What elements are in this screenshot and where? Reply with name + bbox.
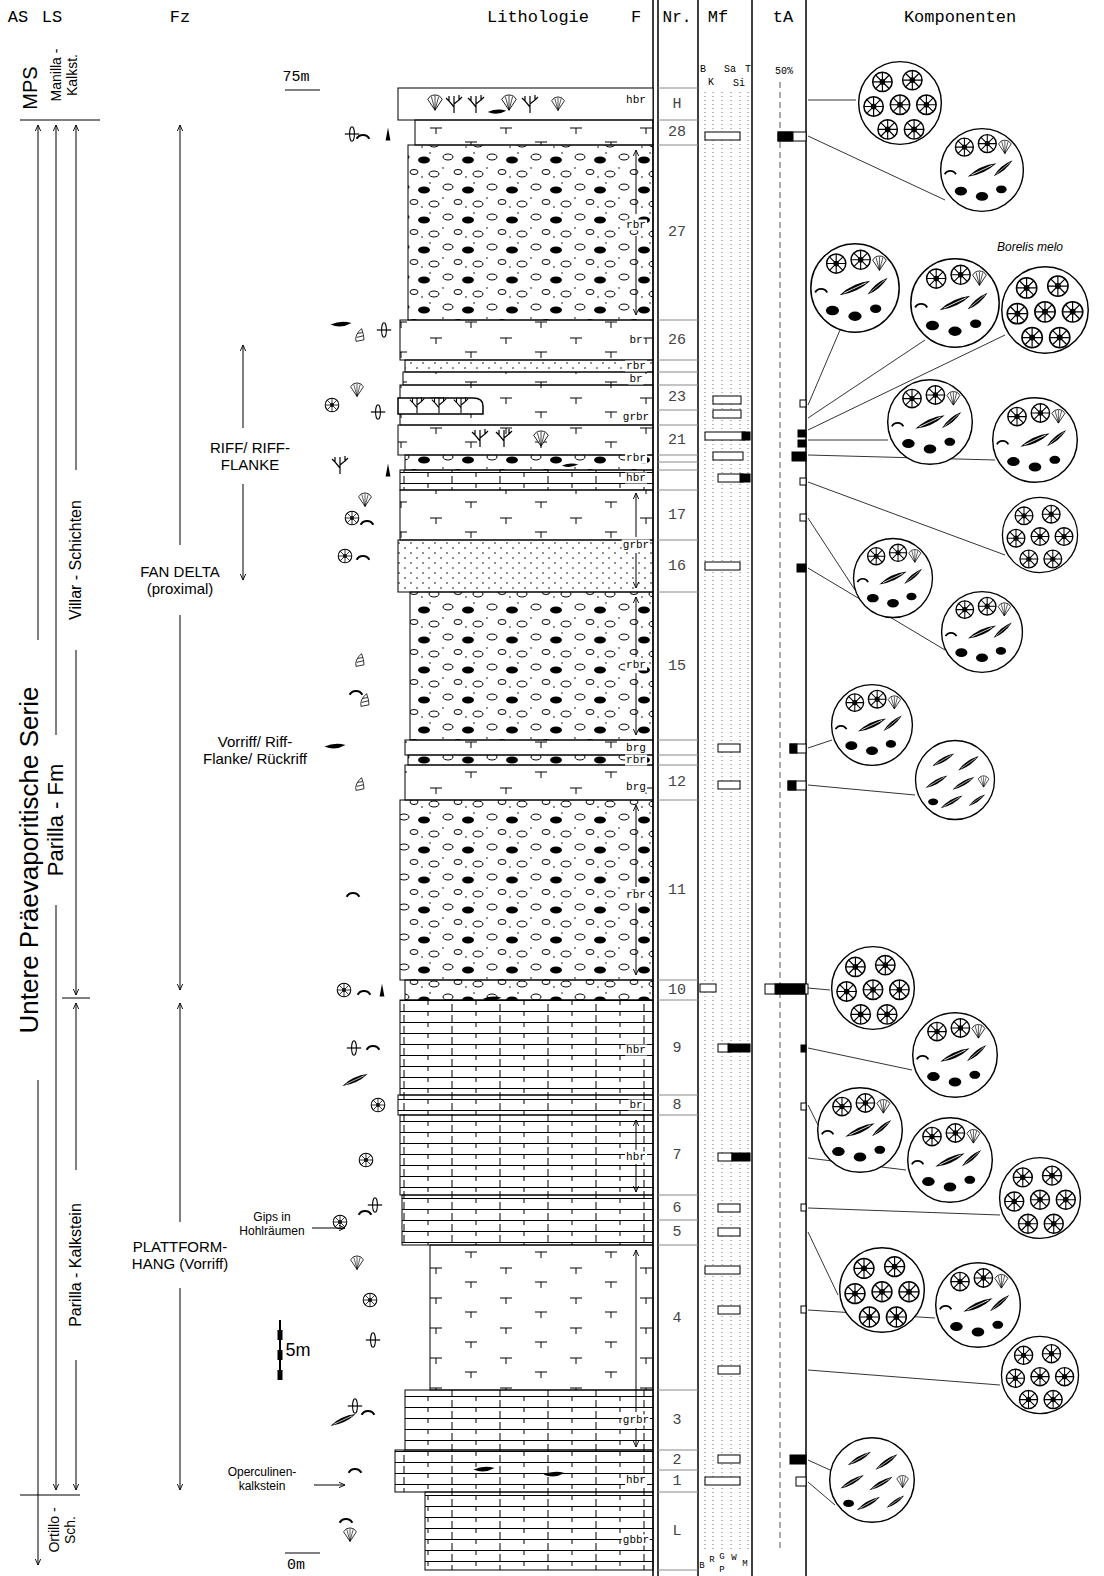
facies-code: grbr: [622, 1415, 650, 1426]
unit-label: Manilla - Kalkst.: [48, 39, 80, 111]
column-header: AS: [8, 8, 28, 28]
facies-code: rbr: [625, 755, 647, 766]
facies-code: hbr: [625, 1152, 647, 1163]
microfacies-label: Si: [733, 78, 745, 90]
facies-code: rbr: [625, 660, 647, 671]
note: Operculinen-kalkstein: [214, 1466, 310, 1494]
facies-label: FAN DELTA (proximal): [140, 563, 220, 598]
column-header: Fz: [170, 8, 190, 28]
facies-code: hbr: [625, 95, 647, 106]
unit-label: MPS: [19, 66, 42, 109]
facies-code: hbr: [625, 1045, 647, 1056]
column-header: Lithologie: [487, 8, 589, 28]
microfacies-label: G: [719, 1552, 724, 1562]
scale-label: 0m: [287, 1557, 305, 1574]
microfacies-label: P: [719, 1565, 724, 1575]
bed-number: 23: [667, 390, 687, 405]
microfacies-label: M: [742, 1559, 747, 1569]
column-header: Mf: [708, 8, 728, 28]
microfacies-label: Sa: [724, 64, 736, 76]
unit-label: Parilla - Kalkstein: [67, 1203, 85, 1327]
scale-label: 50%: [775, 66, 793, 78]
bed-number: 11: [667, 883, 687, 898]
facies-label: Vorriff/ Riff-Flanke/ Rückriff: [200, 733, 310, 768]
facies-code: hbr: [625, 473, 647, 484]
facies-code: br: [628, 335, 643, 346]
facies-code: rbr: [625, 890, 647, 901]
bed-number: 27: [667, 225, 687, 240]
bed-number: 2: [671, 1453, 682, 1468]
bed-number: 17: [667, 508, 687, 523]
facies-code: rbr: [625, 220, 647, 231]
facies-code: rbr: [625, 361, 647, 372]
microfacies-label: T: [745, 64, 751, 76]
species-label: Borelis melo: [997, 241, 1063, 255]
column-header: tA: [773, 8, 793, 28]
facies-code: rbr: [625, 453, 647, 464]
facies-code: grbr: [622, 540, 650, 551]
column-header: F: [631, 8, 641, 28]
facies-label: PLATTFORM-HANG (Vorriff): [124, 1238, 236, 1273]
bed-number: L: [671, 1524, 682, 1539]
note: Gips in Hohlräumen: [236, 1211, 308, 1239]
microfacies-label: B: [699, 1561, 704, 1571]
facies-code: brg: [625, 743, 647, 754]
bed-number: 5: [671, 1225, 682, 1240]
column-header: LS: [42, 8, 62, 28]
unit-label: Ortillo - Sch.: [46, 1499, 78, 1561]
bed-number: 9: [671, 1041, 682, 1056]
microfacies-label: B: [700, 64, 706, 76]
column-header: Komponenten: [904, 8, 1016, 28]
bed-number: 3: [671, 1413, 682, 1428]
bed-number: 16: [667, 559, 687, 574]
facies-code: brg: [625, 782, 647, 793]
bed-number: 6: [671, 1201, 682, 1216]
column-header: Nr.: [663, 9, 692, 27]
microfacies-label: W: [731, 1553, 736, 1563]
bed-number: 12: [667, 775, 687, 790]
microfacies-label: K: [708, 77, 714, 89]
bed-number: 7: [671, 1148, 682, 1163]
facies-label: RIFF/ RIFF-FLANKE: [190, 439, 310, 474]
bed-number: 26: [667, 333, 687, 348]
facies-code: gbbr: [622, 1535, 650, 1546]
bed-number: 8: [671, 1098, 682, 1113]
microfacies-label: R: [709, 1555, 714, 1565]
unit-label: Villar - Schichten: [67, 500, 85, 620]
bed-number: 21: [667, 433, 687, 448]
facies-code: br: [628, 374, 643, 385]
facies-code: hbr: [625, 1475, 647, 1486]
bed-number: 10: [667, 983, 687, 998]
bed-number: 4: [671, 1311, 682, 1326]
bed-number: 1: [671, 1474, 682, 1489]
bed-number: 28: [667, 125, 687, 140]
facies-code: grbr: [622, 412, 650, 423]
unit-label: Parilla - Fm: [43, 764, 68, 876]
bed-number: H: [671, 97, 682, 112]
scale-label: 75m: [282, 69, 309, 86]
unit-label: Untere Präevaporitische Serie: [15, 687, 45, 1034]
facies-code: br: [628, 1100, 643, 1111]
scale-label: 5m: [285, 1340, 310, 1361]
bed-number: 15: [667, 659, 687, 674]
